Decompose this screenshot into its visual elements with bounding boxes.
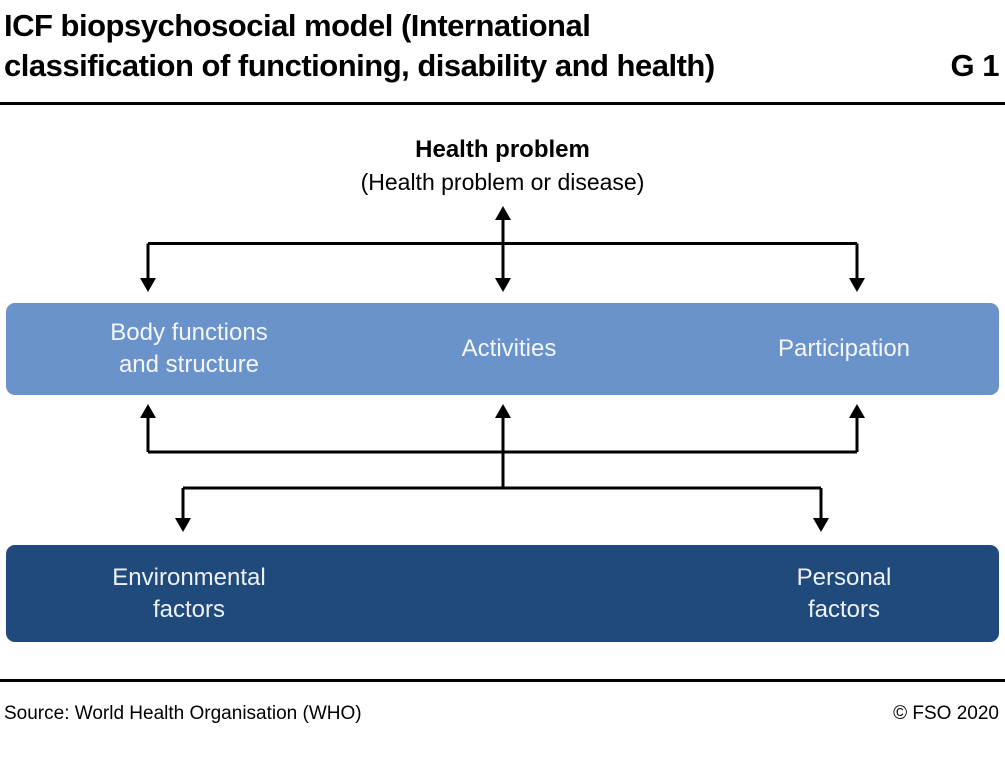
page-title: ICF biopsychosocial model (International… xyxy=(4,6,884,86)
source-note: Source: World Health Organisation (WHO) xyxy=(4,703,362,724)
bar-label-line: Personal xyxy=(796,563,892,591)
figure-number-label: G 1 xyxy=(950,48,1000,83)
bar-label-line: Participation xyxy=(777,335,911,362)
bar-label-line: Environmental xyxy=(112,563,266,591)
bar-label-line: factors xyxy=(152,595,226,623)
factor-environmental: Environmental factors xyxy=(112,562,265,626)
component-body-functions: Body functions and structure xyxy=(110,317,267,381)
header-divider xyxy=(0,102,1005,105)
bar-label-line: and structure xyxy=(118,351,260,378)
page-title-line2: classification of functioning, disabilit… xyxy=(4,48,715,83)
copyright-note: © FSO 2020 xyxy=(893,703,999,724)
health-problem-subtitle: (Health problem or disease) xyxy=(360,169,645,195)
bar-label-line: Activities xyxy=(461,335,557,362)
connector-health-to-components xyxy=(140,206,865,292)
factors-bar: Environmental factors Personal factors xyxy=(6,545,999,642)
factor-personal: Personal factors xyxy=(797,562,892,626)
component-activities: Activities xyxy=(462,333,557,365)
component-participation: Participation xyxy=(778,333,910,365)
health-problem-title: Health problem xyxy=(415,136,590,163)
page-title-line1: ICF biopsychosocial model (International xyxy=(4,8,591,43)
bar-label-line: factors xyxy=(807,595,881,623)
components-bar: Body functions and structure Activities … xyxy=(6,303,999,395)
connector-factors-to-components xyxy=(140,404,865,532)
footer-divider xyxy=(0,679,1005,682)
bar-label-line: Body functions xyxy=(110,319,268,346)
